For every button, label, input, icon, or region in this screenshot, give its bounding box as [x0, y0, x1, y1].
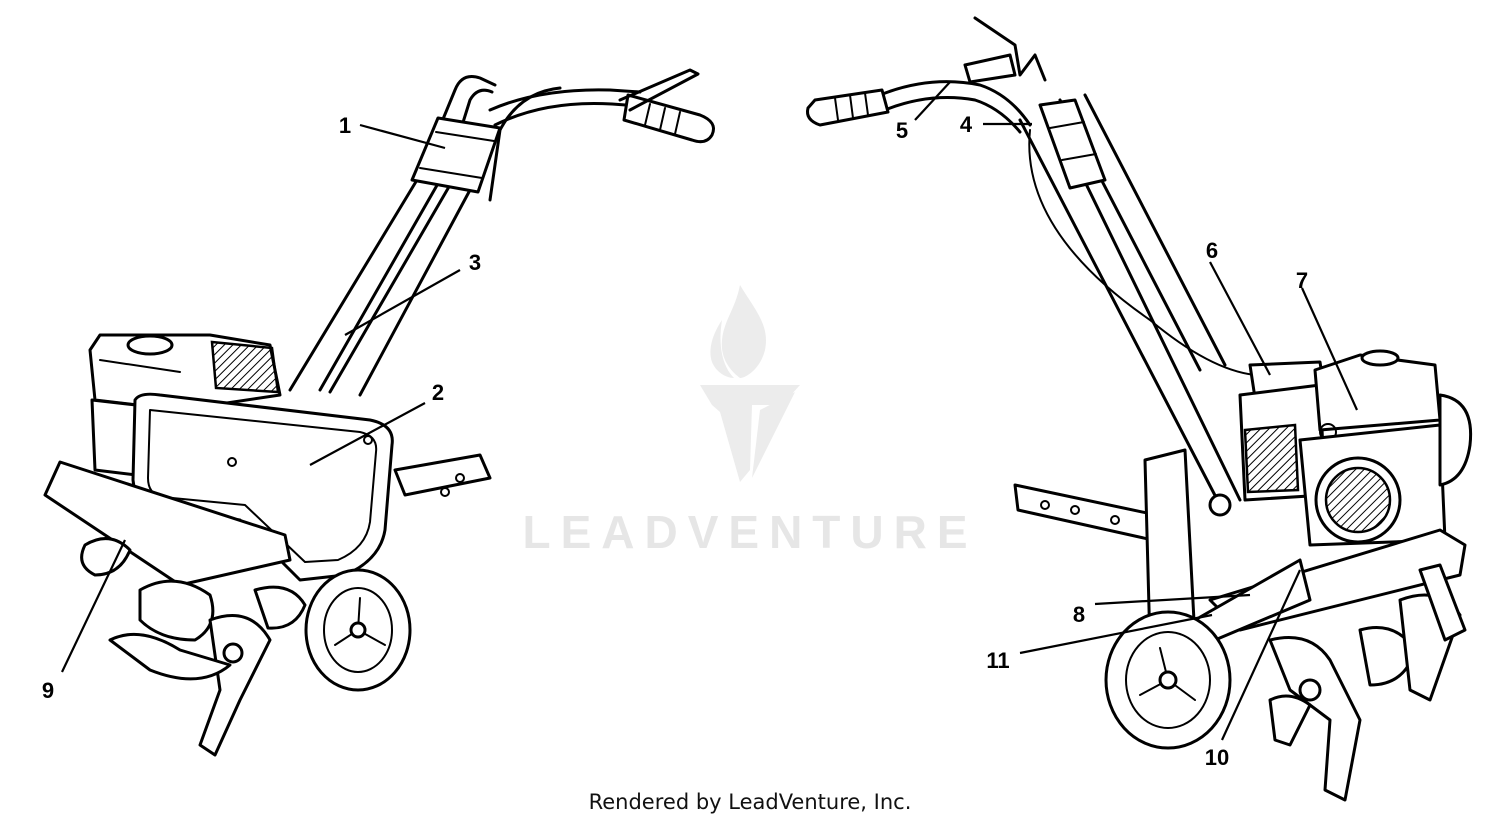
callout-2: 2: [432, 380, 444, 405]
callout-10: 10: [1205, 745, 1229, 770]
watermark-text: LEADVENTURE: [522, 506, 977, 558]
callout-3: 3: [469, 250, 481, 275]
watermark: LEADVENTURE: [522, 285, 977, 558]
callout-8: 8: [1073, 602, 1085, 627]
flame-logo-icon: [700, 285, 800, 482]
callout-4: 4: [960, 112, 973, 137]
callout-labels: 1 2 3 4 5 6 7 8 9 10 11: [42, 112, 1308, 770]
tiller-right: [806, 16, 1473, 802]
tiller-left: [43, 68, 715, 757]
callout-9: 9: [42, 678, 54, 703]
footer-credit: Rendered by LeadVenture, Inc.: [588, 790, 912, 814]
callout-11: 11: [986, 648, 1009, 673]
callout-1: 1: [339, 113, 351, 138]
callout-6: 6: [1206, 238, 1218, 263]
callout-7: 7: [1296, 268, 1308, 293]
callout-5: 5: [896, 118, 908, 143]
